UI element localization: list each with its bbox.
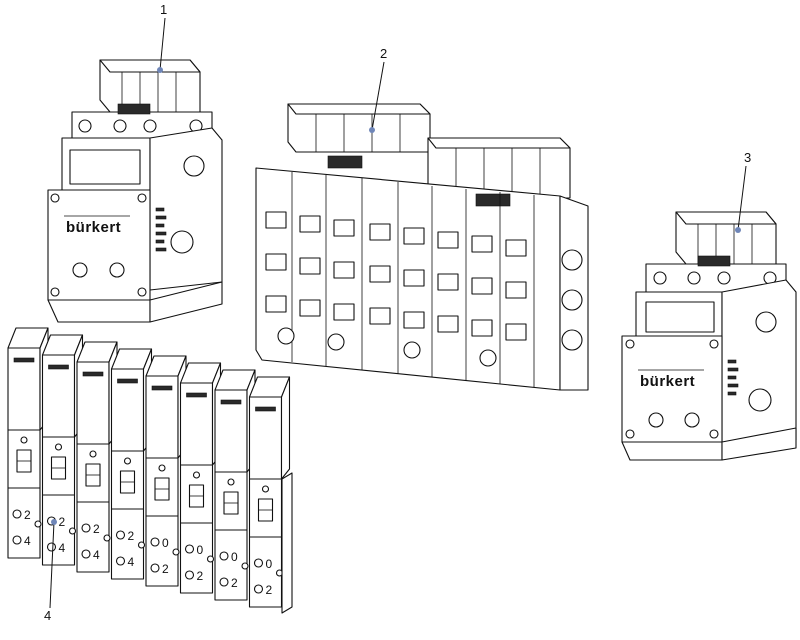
port-upper-label: 0	[197, 543, 204, 557]
valve-label-strip	[13, 357, 35, 363]
port-lower-label: 4	[59, 541, 66, 555]
unit-2-port-grid	[265, 172, 535, 387]
callout-2: 2	[369, 46, 387, 133]
port-upper-label: 2	[93, 522, 100, 536]
port-lower-label: 4	[93, 548, 100, 562]
valve-label-strip	[117, 378, 138, 384]
leader-dot	[51, 519, 57, 525]
unit-3-side-label	[727, 359, 739, 396]
valve-3: 24	[76, 341, 118, 573]
port-lower-hole	[253, 584, 264, 594]
valve-screw	[54, 443, 63, 451]
valve-screw	[89, 450, 97, 458]
valve-label-strip	[220, 399, 242, 405]
port-upper-label: 0	[266, 557, 273, 571]
callout-3: 3	[735, 150, 751, 233]
valve-screw	[227, 478, 235, 486]
valve-label-strip	[48, 364, 69, 370]
valve-label-strip	[186, 392, 207, 398]
valve-base-screw	[34, 520, 42, 528]
port-upper-label: 2	[59, 515, 66, 529]
valve-screw	[20, 436, 28, 444]
unit-3-module: bürkert	[621, 211, 797, 461]
port-upper-hole	[253, 558, 264, 568]
port-lower-hole	[150, 563, 160, 573]
valve-label-strip	[151, 385, 173, 391]
port-upper-hole	[184, 544, 195, 554]
valve-screw	[192, 471, 201, 479]
unit-1-side-label	[155, 207, 167, 252]
port-upper-label: 2	[24, 508, 31, 522]
port-lower-hole	[81, 549, 91, 559]
callout-1-label: 1	[160, 2, 167, 17]
unit-3-brand-text: bürkert	[640, 373, 695, 390]
valve-head-side	[280, 376, 291, 480]
valve-base-screw	[103, 534, 111, 542]
callout-3-label: 3	[744, 150, 751, 165]
port-upper-label: 0	[162, 536, 169, 550]
valve-screw	[158, 464, 166, 472]
port-lower-hole	[12, 535, 22, 545]
port-lower-label: 2	[266, 583, 273, 597]
valve-base-screw	[241, 562, 249, 570]
unit-1-brand-text: bürkert	[66, 219, 121, 236]
valve-base-screw	[68, 527, 77, 535]
port-lower-hole	[184, 570, 195, 580]
port-upper-label: 2	[128, 529, 135, 543]
valve-label-strip	[255, 406, 276, 412]
valve-8: 02	[248, 376, 291, 608]
port-upper-hole	[150, 537, 160, 547]
port-lower-hole	[219, 577, 229, 587]
port-lower-label: 4	[24, 534, 31, 548]
leader-dot	[369, 127, 375, 133]
valve-1: 24	[7, 327, 49, 559]
unit-2-module	[255, 103, 589, 391]
unit-1-module: bürkert	[47, 59, 223, 323]
valve-base-screw	[137, 541, 146, 549]
port-upper-hole	[219, 551, 229, 561]
callout-2-label: 2	[380, 46, 387, 61]
valve-label-strip	[82, 371, 104, 377]
port-upper-hole	[115, 530, 126, 540]
port-lower-label: 4	[128, 555, 135, 569]
valve-screw	[123, 457, 132, 465]
valve-screw	[261, 485, 270, 493]
leader-dot	[735, 227, 741, 233]
port-lower-hole	[46, 542, 57, 552]
port-lower-label: 2	[197, 569, 204, 583]
callout-4: 4	[44, 519, 57, 623]
callout-1: 1	[157, 2, 167, 73]
port-upper-hole	[81, 523, 91, 533]
port-lower-hole	[115, 556, 126, 566]
port-upper-label: 0	[231, 550, 238, 564]
port-lower-label: 2	[162, 562, 169, 576]
leader-dot	[157, 67, 163, 73]
callout-4-label: 4	[44, 608, 51, 623]
port-upper-hole	[12, 509, 22, 519]
port-lower-label: 2	[231, 576, 238, 590]
valve-base-screw	[206, 555, 215, 563]
valve-bank-end-plate	[281, 472, 293, 614]
valve-base-screw	[172, 548, 180, 556]
